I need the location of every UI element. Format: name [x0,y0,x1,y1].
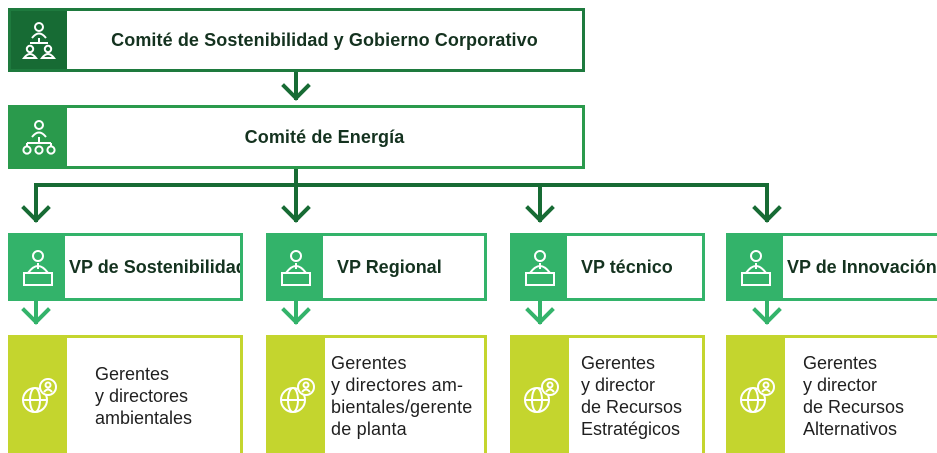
managers-line: y director [803,374,878,395]
committee-label: Comité de Sostenibilidad y Gobierno Corp… [111,29,538,50]
managers-box-sostenibilidad: Gerentes y directores ambientales [8,335,243,453]
arrow-down-icon [281,83,311,101]
managers-text: Gerentes y directores ambientales [67,338,240,453]
managers-line: ambientales [95,407,193,428]
managers-line: Alternativos [803,418,898,439]
managers-line: Gerentes [331,352,407,373]
managers-line: Gerentes [95,363,170,384]
vp-label: VP Regional [337,256,442,277]
managers-line: Estratégicos [581,418,681,439]
managers-line: Gerentes [581,352,656,373]
arrow-down-icon [21,205,51,223]
vp-box-sostenibilidad: VP de Sostenibilidad [8,233,243,301]
managers-box-innovacion: Gerentes y director de Recursos Alternat… [726,335,937,453]
person-at-desk-icon [11,236,65,298]
arrow-down-icon [21,307,51,325]
managers-line: y directores [95,385,189,406]
managers-text: Gerentes y directores am- bientales/gere… [325,338,484,453]
arrow-down-icon [752,205,782,223]
globe-person-icon [513,338,569,453]
managers-box-regional: Gerentes y directores am- bientales/gere… [266,335,487,453]
committee-label: Comité de Energía [244,126,405,147]
arrow-down-icon [525,205,555,223]
managers-line: y directores am- [331,374,464,395]
vp-label: VP de Sostenibilidad [69,256,240,277]
arrow-down-icon [281,307,311,325]
person-at-desk-icon [269,236,323,298]
vp-box-innovacion: VP de Innovación [726,233,937,301]
person-at-desk-icon [513,236,567,298]
globe-person-icon [269,338,325,453]
managers-line: de Recursos [581,396,683,417]
arrow-down-icon [281,205,311,223]
committee-sustainability-governance: Comité de Sostenibilidad y Gobierno Corp… [8,8,585,72]
vp-label: VP técnico [581,256,673,277]
org-chart-icon [11,11,67,69]
arrow-down-icon [525,307,555,325]
vp-label: VP de Innovación [787,256,937,277]
managers-line: Gerentes [803,352,878,373]
managers-line: de Recursos [803,396,905,417]
managers-line: de planta [331,418,407,439]
managers-text: Gerentes y director de Recursos Estratég… [569,338,702,453]
managers-text: Gerentes y director de Recursos Alternat… [785,338,937,453]
globe-person-icon [11,338,67,453]
committee-energy: Comité de Energía [8,105,585,169]
globe-person-icon [729,338,785,453]
arrow-down-icon [752,307,782,325]
network-icon [11,108,67,166]
managers-line: bientales/gerente [331,396,473,417]
vp-box-regional: VP Regional [266,233,487,301]
managers-line: y director [581,374,656,395]
vp-box-tecnico: VP técnico [510,233,705,301]
person-at-desk-icon [729,236,783,298]
managers-box-tecnico: Gerentes y director de Recursos Estratég… [510,335,705,453]
